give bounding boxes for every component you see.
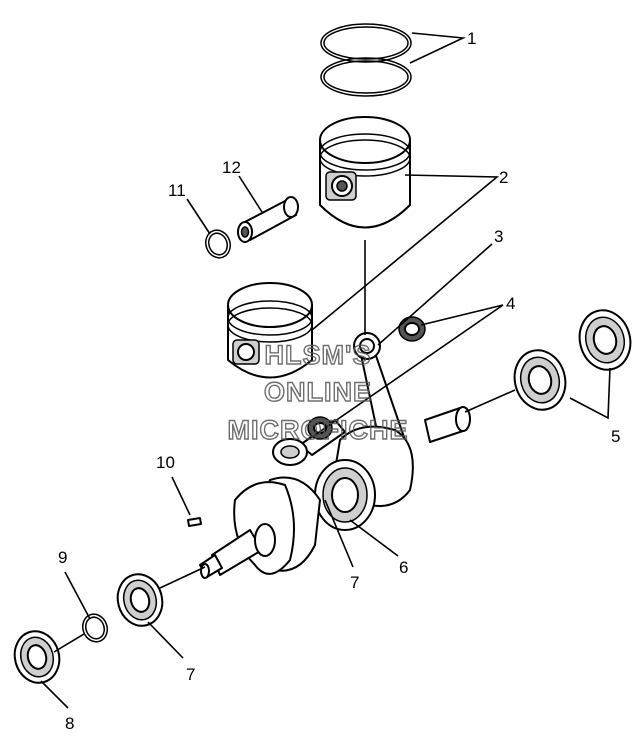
watermark-line-1: HLSM'S <box>265 340 372 370</box>
watermark: HLSM'S ONLINE MICROFICHE <box>227 339 409 445</box>
main-bearing-right-b <box>578 309 632 371</box>
piston-upper <box>319 116 411 229</box>
watermark-line-2: ONLINE <box>264 377 372 407</box>
callout-6: 6 <box>399 558 408 577</box>
main-bearing-right-a <box>513 349 567 411</box>
connecting-rods <box>272 332 406 466</box>
crankshaft <box>199 406 471 579</box>
callout-5: 5 <box>611 427 620 446</box>
snap-ring <box>81 613 109 643</box>
callout-11: 11 <box>168 181 186 200</box>
leader-lines <box>40 32 611 709</box>
callout-9: 9 <box>58 548 67 567</box>
callout-7-crank: 7 <box>350 573 359 592</box>
outer-bearing <box>13 630 61 684</box>
callout-labels: 1 2 3 4 5 6 7 7 8 9 10 11 12 <box>58 29 620 733</box>
wrist-pin <box>237 196 299 243</box>
callout-7-bearing: 7 <box>186 665 195 684</box>
callout-2: 2 <box>499 168 508 187</box>
callout-12: 12 <box>222 158 241 177</box>
callout-8: 8 <box>65 714 74 733</box>
needle-bearing-lower <box>307 416 333 440</box>
watermark-line-3: MICROFICHE <box>228 415 409 445</box>
callout-1: 1 <box>467 29 476 48</box>
circlip-upper <box>204 229 232 259</box>
main-bearing-left <box>116 573 164 627</box>
callout-4: 4 <box>506 294 515 313</box>
woodruff-key <box>187 517 202 527</box>
callout-3: 3 <box>494 227 503 246</box>
callout-10: 10 <box>156 453 175 472</box>
needle-bearing-upper <box>398 316 426 342</box>
piston-lower <box>227 282 313 379</box>
piston-rings <box>320 23 412 97</box>
